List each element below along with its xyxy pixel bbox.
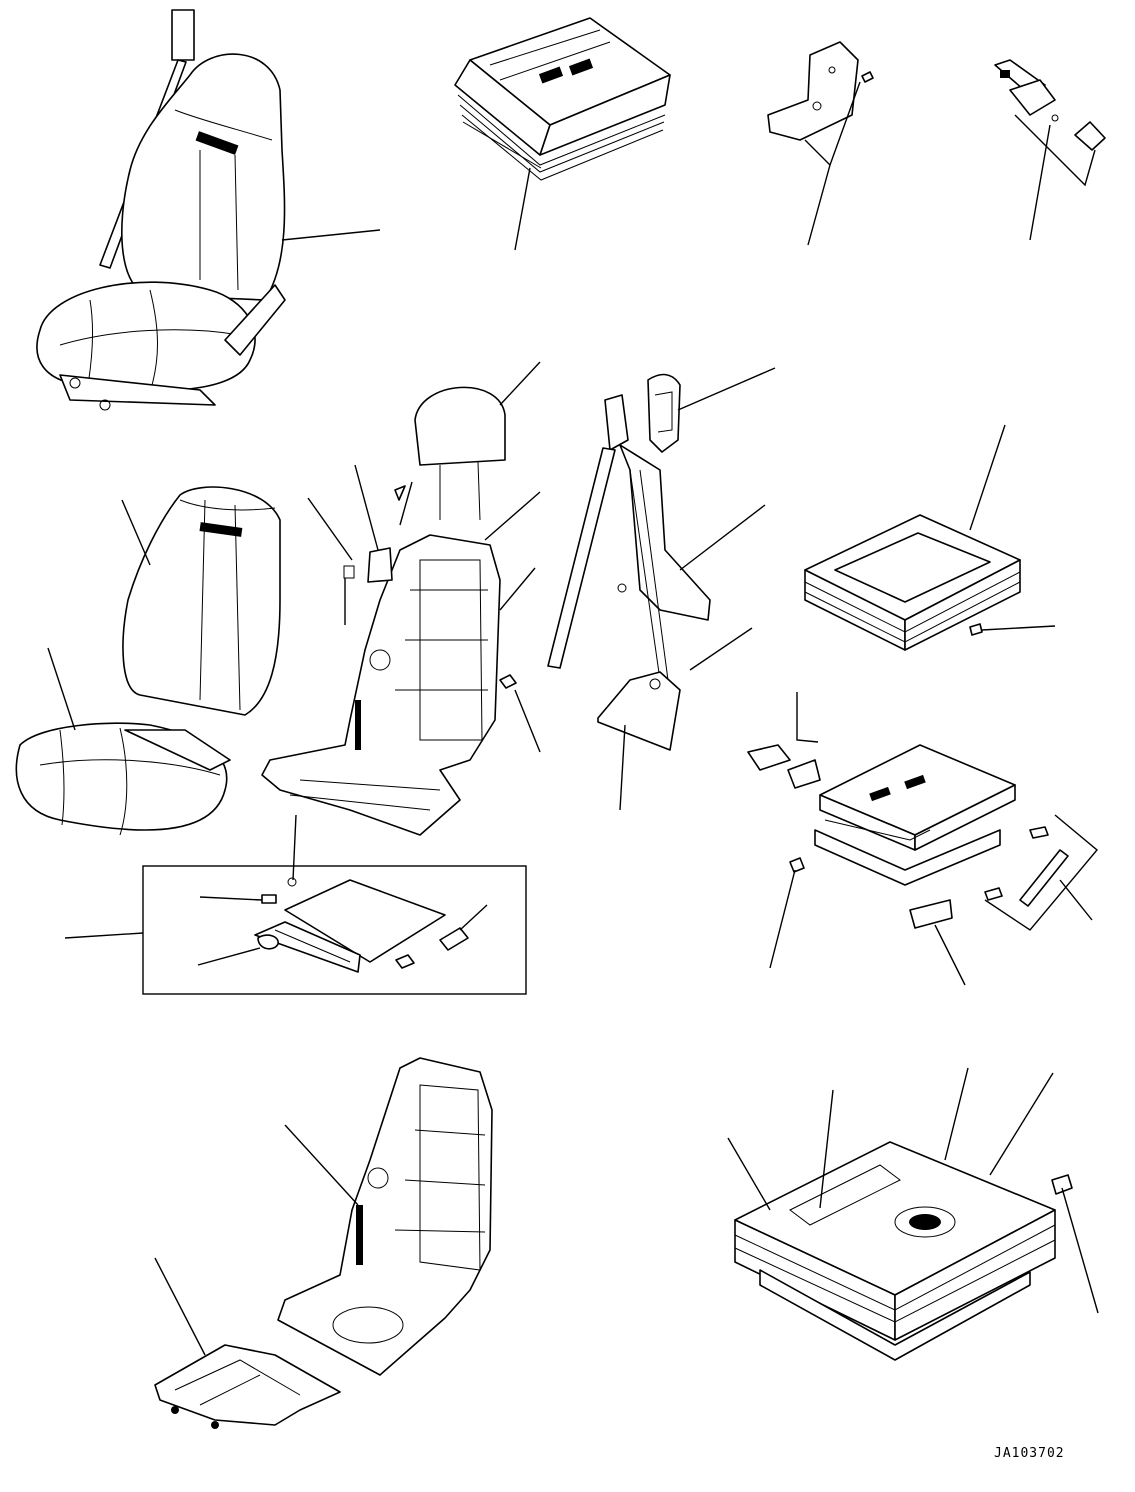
leader-line [679,504,766,571]
leader-line [514,167,531,251]
leader-line [807,164,831,246]
leader-line [284,1124,359,1206]
leader-line [47,647,76,731]
seat-frame-icon [154,1057,493,1429]
leader-line [944,1067,969,1161]
slide-plate-group-box [142,865,527,995]
switch-icon [994,59,1106,151]
leader-line [1014,114,1096,187]
leader-line [1061,1187,1099,1314]
leader-line [689,627,753,671]
leader-line [499,567,536,611]
leader-line [199,896,263,901]
leader-line [459,904,488,931]
figure-code: JA103702 [994,1446,1065,1461]
leader-line [484,491,541,541]
headrest-icon [414,386,506,521]
leader-line [769,869,796,969]
leader-line [1029,124,1051,241]
suspension-box-icon [734,1141,1073,1361]
leader-line [981,625,1056,631]
seat-frame-icon [261,485,517,836]
leader-line [292,814,297,881]
leader-line [796,692,819,743]
leader-line [281,229,381,241]
leader-line [499,361,541,406]
leader-line [154,1257,206,1356]
leader-line [619,724,626,811]
bracket-icon [767,41,874,141]
leader-line [399,481,413,526]
leader-line [307,497,353,561]
leader-line [727,1137,771,1211]
suspension-box-icon [454,17,671,181]
leader-line [121,499,151,566]
leader-line [677,367,776,411]
slide-plate-icon [254,877,469,973]
suspension-parts-icon [747,744,1069,929]
leader-line [934,924,966,986]
leader-line [969,424,1006,531]
leader-line [514,689,541,753]
leader-line [64,932,144,939]
leader-line [989,1072,1054,1176]
leader-line [819,1089,834,1209]
leader-line [354,464,379,551]
seat-cover-icon [15,486,281,836]
bellows-icon [804,514,1021,651]
leader-line [984,814,1098,931]
seat-belt-icon [547,373,711,751]
leader-line [1059,879,1093,921]
leader-line [197,947,261,966]
operator-seat-icon [36,9,286,411]
